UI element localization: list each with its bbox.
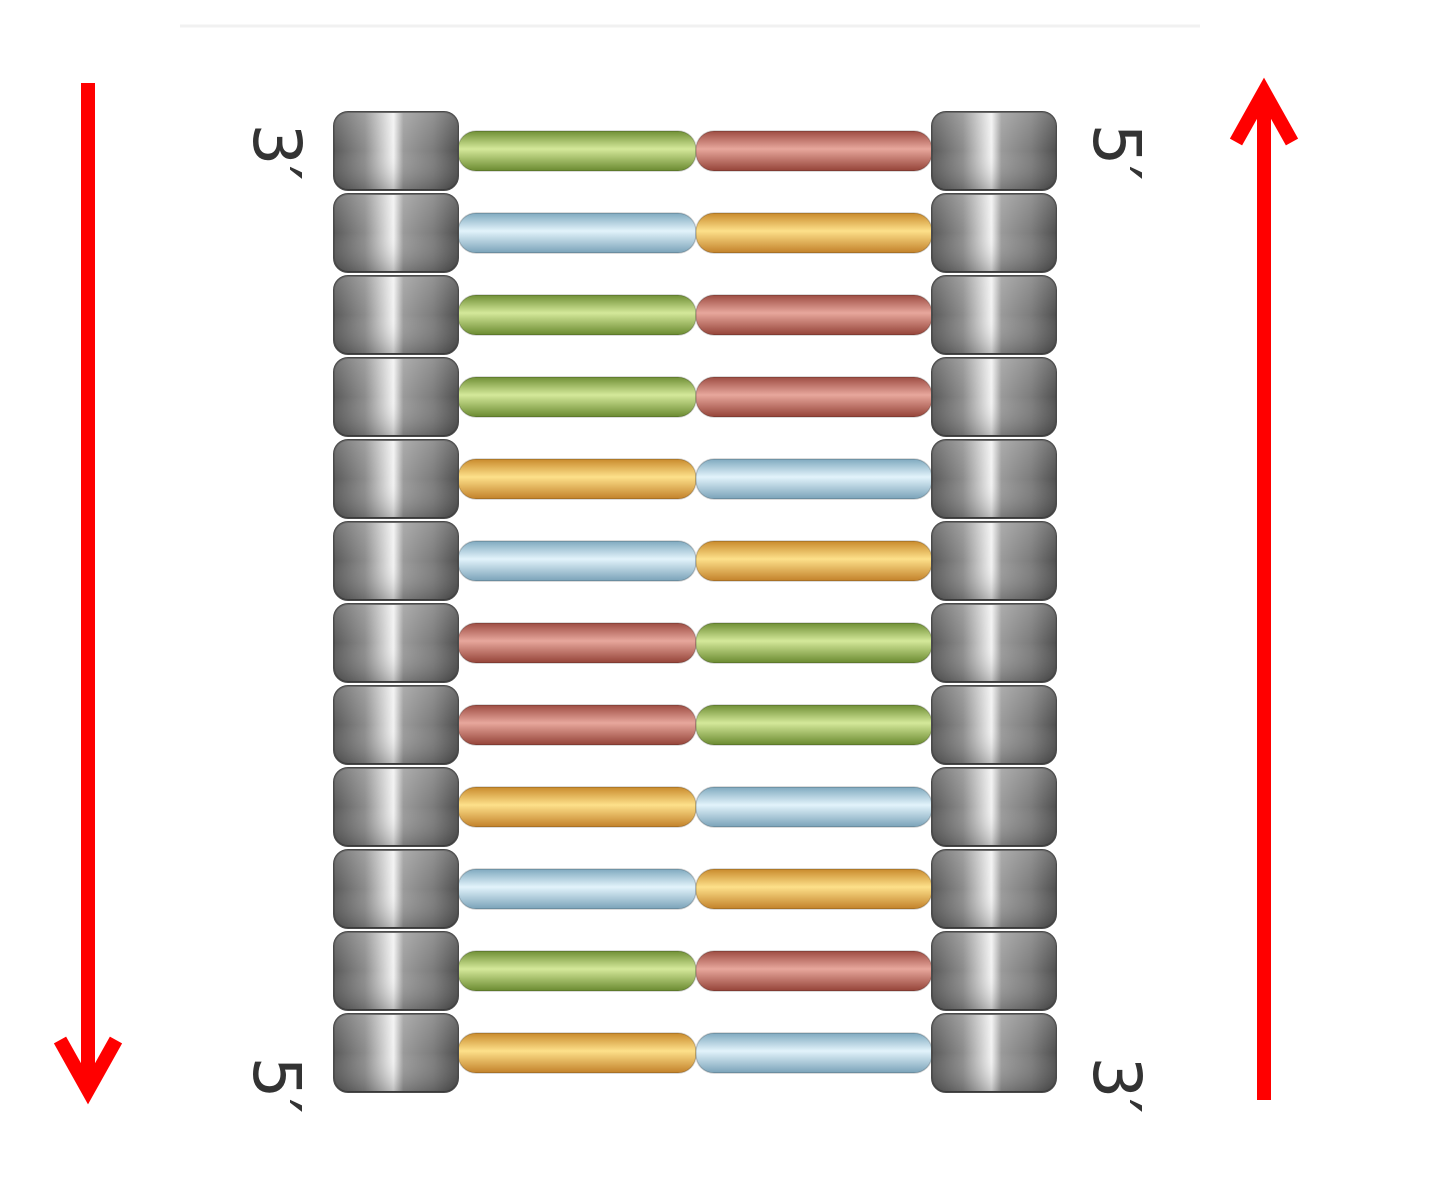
left-backbone-segment-8	[333, 685, 459, 765]
base-blue-right-5	[695, 458, 933, 500]
right-backbone-segment-4	[931, 357, 1057, 437]
left-backbone-segment-11	[333, 931, 459, 1011]
base-orange-left-12	[457, 1032, 697, 1074]
right-backbone-segment-8	[931, 685, 1057, 765]
right-backbone-segment-11	[931, 931, 1057, 1011]
right-backbone-segment-3	[931, 275, 1057, 355]
base-orange-left-5	[457, 458, 697, 500]
base-green-right-7	[695, 622, 933, 664]
right-backbone-segment-7	[931, 603, 1057, 683]
right-top-end-label: 5′	[1078, 124, 1155, 181]
left-backbone-segment-1	[333, 111, 459, 191]
base-blue-left-6	[457, 540, 697, 582]
base-orange-right-10	[695, 868, 933, 910]
base-green-left-3	[457, 294, 697, 336]
left-backbone-segment-9	[333, 767, 459, 847]
left-backbone-segment-12	[333, 1013, 459, 1093]
left-strand-direction-arrow	[53, 83, 123, 1105]
base-red-left-8	[457, 704, 697, 746]
left-backbone-segment-5	[333, 439, 459, 519]
base-red-right-11	[695, 950, 933, 992]
left-backbone-segment-6	[333, 521, 459, 601]
base-pair-rungs	[457, 130, 933, 1074]
right-backbone-segment-9	[931, 767, 1057, 847]
base-blue-right-12	[695, 1032, 933, 1074]
left-sugar-phosphate-backbone	[333, 111, 459, 1093]
left-bottom-end-label: 5′	[238, 1057, 315, 1114]
base-orange-right-6	[695, 540, 933, 582]
left-backbone-segment-3	[333, 275, 459, 355]
right-backbone-segment-12	[931, 1013, 1057, 1093]
right-backbone-segment-2	[931, 193, 1057, 273]
right-bottom-end-label: 3′	[1078, 1057, 1155, 1114]
base-blue-left-10	[457, 868, 697, 910]
right-strand-direction-arrow	[1229, 77, 1299, 1100]
left-backbone-segment-7	[333, 603, 459, 683]
base-red-left-7	[457, 622, 697, 664]
right-sugar-phosphate-backbone	[931, 111, 1057, 1093]
base-orange-left-9	[457, 786, 697, 828]
left-backbone-segment-10	[333, 849, 459, 929]
base-green-left-11	[457, 950, 697, 992]
left-backbone-segment-4	[333, 357, 459, 437]
base-red-right-4	[695, 376, 933, 418]
right-backbone-segment-10	[931, 849, 1057, 929]
base-green-left-4	[457, 376, 697, 418]
left-backbone-segment-2	[333, 193, 459, 273]
base-red-right-1	[695, 130, 933, 172]
base-orange-right-2	[695, 212, 933, 254]
base-red-right-3	[695, 294, 933, 336]
base-green-left-1	[457, 130, 697, 172]
base-green-right-8	[695, 704, 933, 746]
left-top-end-label: 3′	[238, 124, 315, 181]
right-backbone-segment-6	[931, 521, 1057, 601]
base-blue-left-2	[457, 212, 697, 254]
right-backbone-segment-1	[931, 111, 1057, 191]
right-backbone-segment-5	[931, 439, 1057, 519]
base-blue-right-9	[695, 786, 933, 828]
